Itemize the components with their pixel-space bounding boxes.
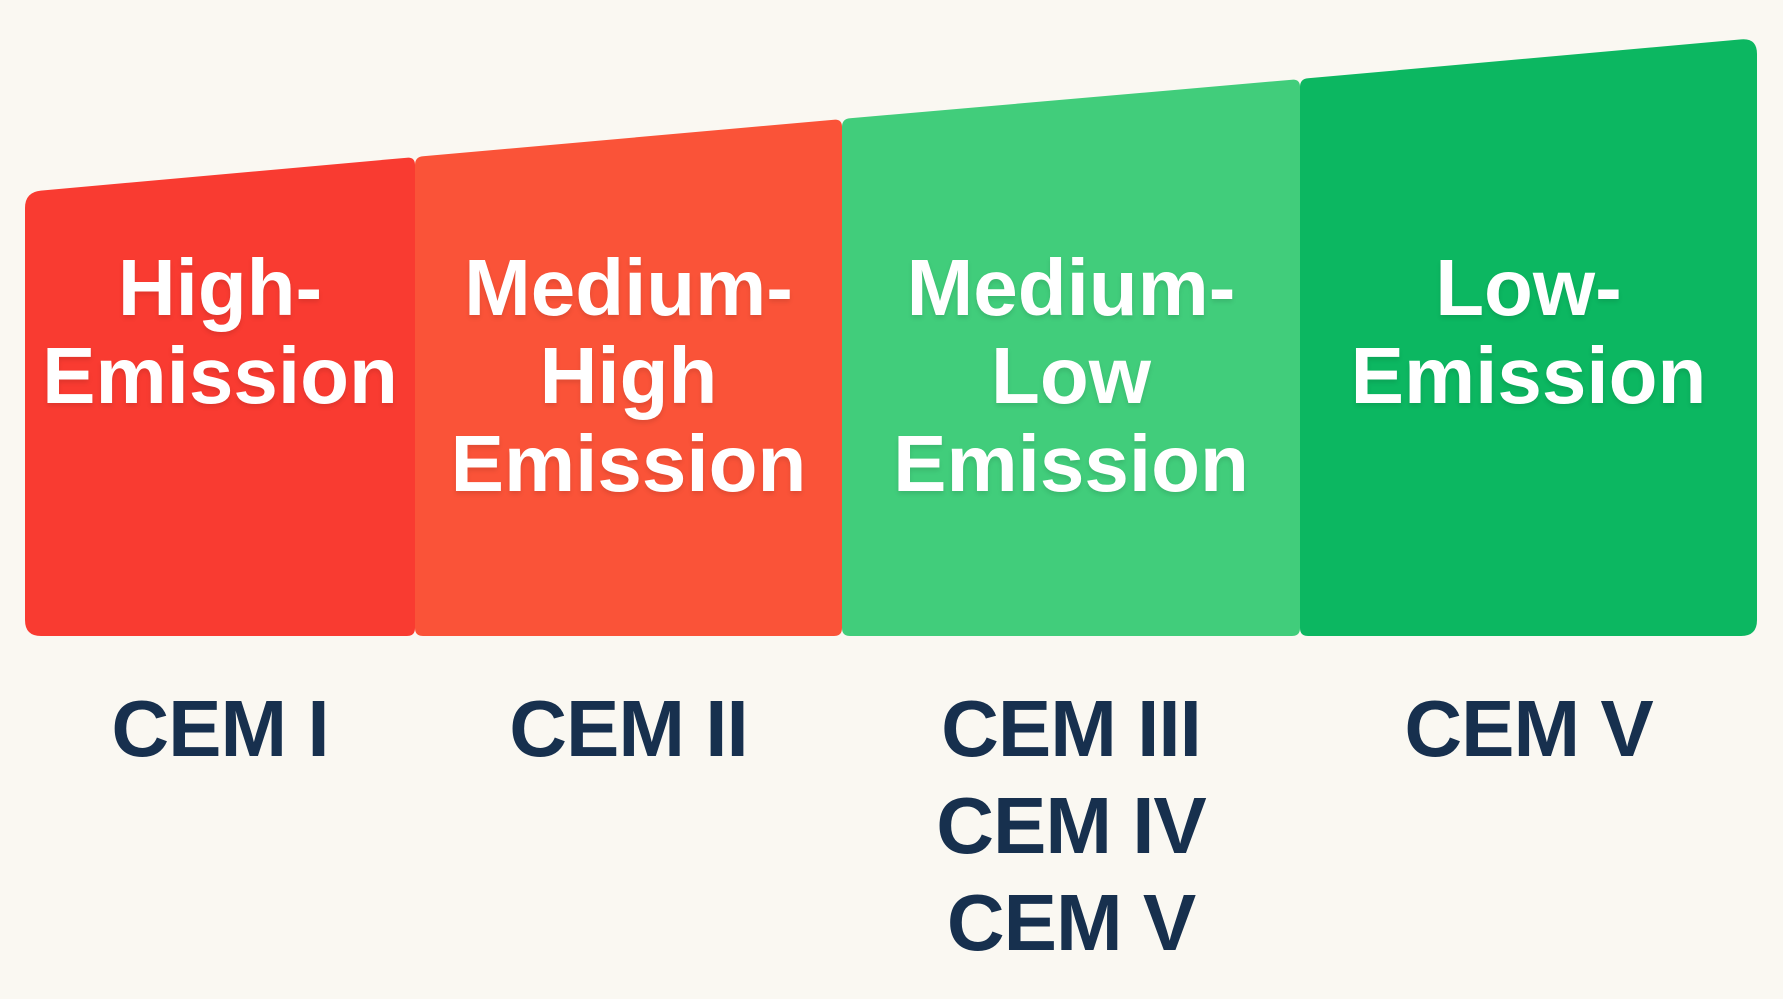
cem-label: CEM V <box>1404 684 1653 773</box>
segment-label-line: Emission <box>450 419 807 508</box>
cem-label-group-low-emission: CEM V <box>1300 680 1757 777</box>
cem-label-group-high-emission: CEM I <box>25 680 415 777</box>
segment-label-line: Low- <box>1435 243 1622 332</box>
segment-label-line: Low <box>991 331 1151 420</box>
cem-label: CEM II <box>509 684 748 773</box>
segment-label-high-emission: High- Emission <box>25 244 415 420</box>
cem-label-group-medium-high-emission: CEM II <box>415 680 842 777</box>
segment-label-line: Medium- <box>906 243 1236 332</box>
segment-label-line: Medium- <box>464 243 793 332</box>
cem-label-group-medium-low-emission: CEM III CEM IV CEM V <box>842 680 1300 971</box>
segment-label-line: Emission <box>1350 331 1707 420</box>
segment-medium-high-emission-shape <box>415 119 842 636</box>
segment-label-line: High- <box>117 243 323 332</box>
segment-label-line: Emission <box>893 419 1249 508</box>
segment-label-medium-low-emission: Medium- Low Emission <box>842 244 1300 508</box>
segment-label-medium-high-emission: Medium- High Emission <box>415 244 842 508</box>
segment-label-low-emission: Low- Emission <box>1300 244 1757 420</box>
segment-low-emission-shape <box>1300 39 1757 637</box>
segment-medium-low-emission-shape <box>842 79 1300 636</box>
cem-label: CEM III <box>941 684 1202 773</box>
segment-high-emission-shape <box>25 157 415 636</box>
segment-label-line: High <box>539 331 718 420</box>
cem-label: CEM IV <box>936 781 1207 870</box>
cem-label: CEM V <box>946 878 1196 967</box>
cem-label: CEM I <box>111 684 329 773</box>
segment-label-line: Emission <box>42 331 398 420</box>
